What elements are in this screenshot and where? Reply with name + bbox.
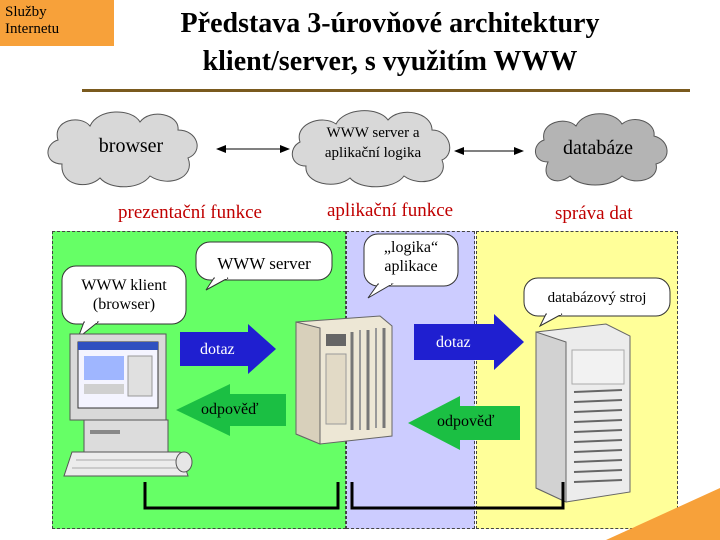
bracket-presentation — [143, 482, 340, 510]
application-function-label: aplikační funkce — [327, 200, 454, 221]
data-management-label: správa dat — [555, 203, 633, 224]
app-logic-bubble — [363, 233, 459, 299]
presentation-function-label: prezentační funkce — [118, 202, 262, 223]
client-computer-illustration — [63, 333, 193, 477]
section-tab — [0, 0, 114, 46]
browser-cloud-label: browser — [98, 135, 164, 157]
response-arrow-1 — [176, 384, 286, 436]
db-engine-bubble-text: databázový stroj — [547, 290, 647, 306]
response-arrow-2 — [408, 396, 520, 450]
www-server-bubble — [195, 241, 333, 291]
section-tab-text: Služby Internetu — [5, 4, 60, 37]
bracket-application — [350, 482, 565, 510]
corner-decoration — [606, 488, 720, 540]
database-cloud-label: databáze — [563, 137, 633, 159]
diagram-graphics — [61, 233, 671, 510]
web-server-illustration — [295, 315, 393, 445]
db-engine-bubble — [523, 277, 671, 328]
query-arrow-1-label: dotaz — [200, 341, 235, 358]
title-divider — [82, 89, 690, 92]
browser-cloud — [47, 111, 198, 188]
www-server-bubble-text: WWW server — [217, 254, 311, 273]
database-server-illustration — [535, 323, 631, 503]
www-client-bubble-text: WWW klient (browser) — [81, 277, 167, 313]
query-arrow-2-label: dotaz — [436, 334, 471, 351]
server-cloud-label: WWW server a aplikační logika — [324, 125, 422, 161]
connector-browser-server — [216, 145, 290, 153]
cloud-row — [47, 110, 668, 188]
query-arrow-2 — [414, 314, 524, 370]
www-client-bubble — [61, 265, 187, 340]
database-cloud — [535, 113, 668, 186]
section-tab-label: Služby Internetu — [5, 4, 85, 38]
query-arrow-1 — [180, 324, 276, 374]
app-logic-bubble-text: „logika“ aplikace — [383, 239, 439, 275]
response-arrow-1-label: odpověď — [201, 401, 259, 418]
server-cloud — [291, 110, 451, 188]
connector-server-database — [454, 147, 524, 155]
page-title: Představa 3-úrovňové architektury klient… — [180, 8, 600, 77]
response-arrow-2-label: odpověď — [437, 413, 495, 430]
